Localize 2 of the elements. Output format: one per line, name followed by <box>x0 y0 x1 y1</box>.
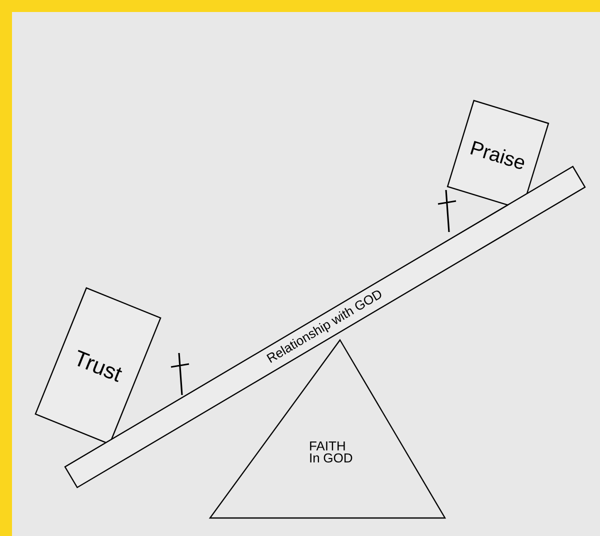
weight-box: Praise <box>446 100 550 210</box>
weight-box: Trust <box>34 287 162 445</box>
